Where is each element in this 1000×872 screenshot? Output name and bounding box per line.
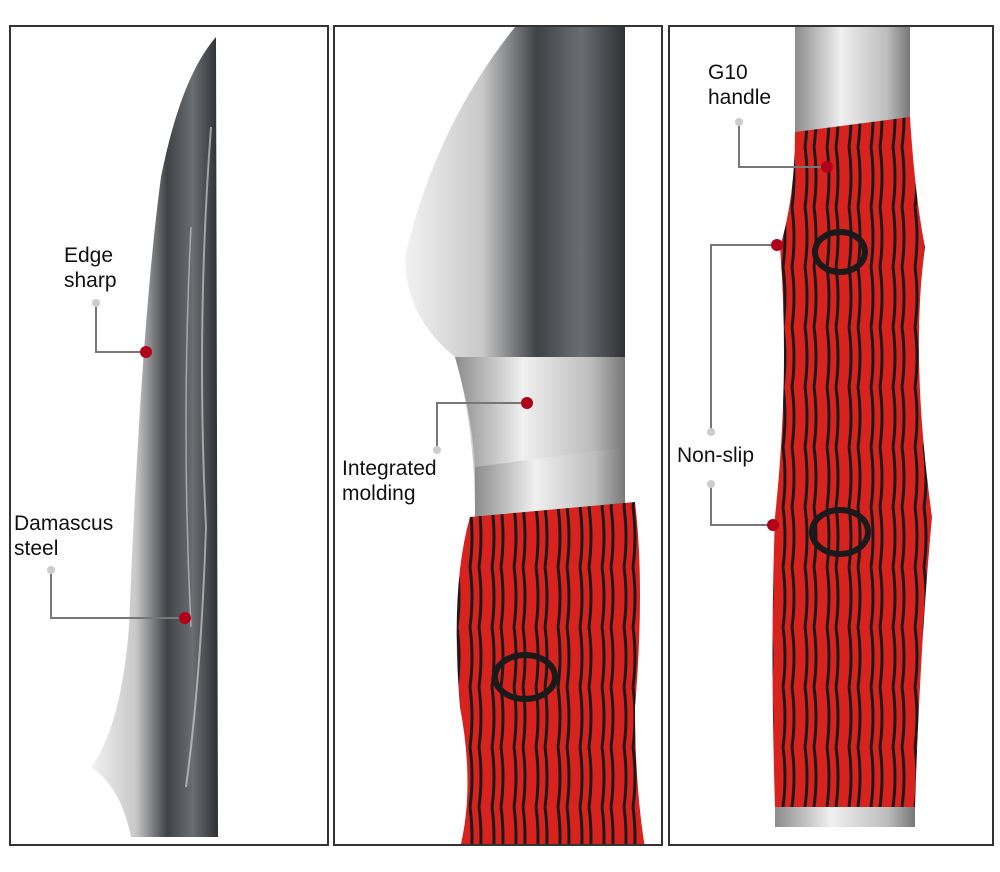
handle-image	[772, 27, 932, 827]
label-g10-handle: G10 handle	[708, 61, 772, 109]
bolster-image	[405, 27, 645, 844]
label-integrated-molding: Integrated molding	[342, 457, 437, 505]
panel-handle	[668, 25, 994, 846]
label-non-slip: Non-slip	[677, 444, 755, 467]
panel-bolster	[333, 25, 663, 846]
label-damascus-steel: Damascus steel	[14, 512, 114, 560]
blade-image	[91, 37, 218, 837]
label-edge-sharp: Edge sharp	[64, 244, 117, 292]
panel-blade	[9, 25, 329, 846]
